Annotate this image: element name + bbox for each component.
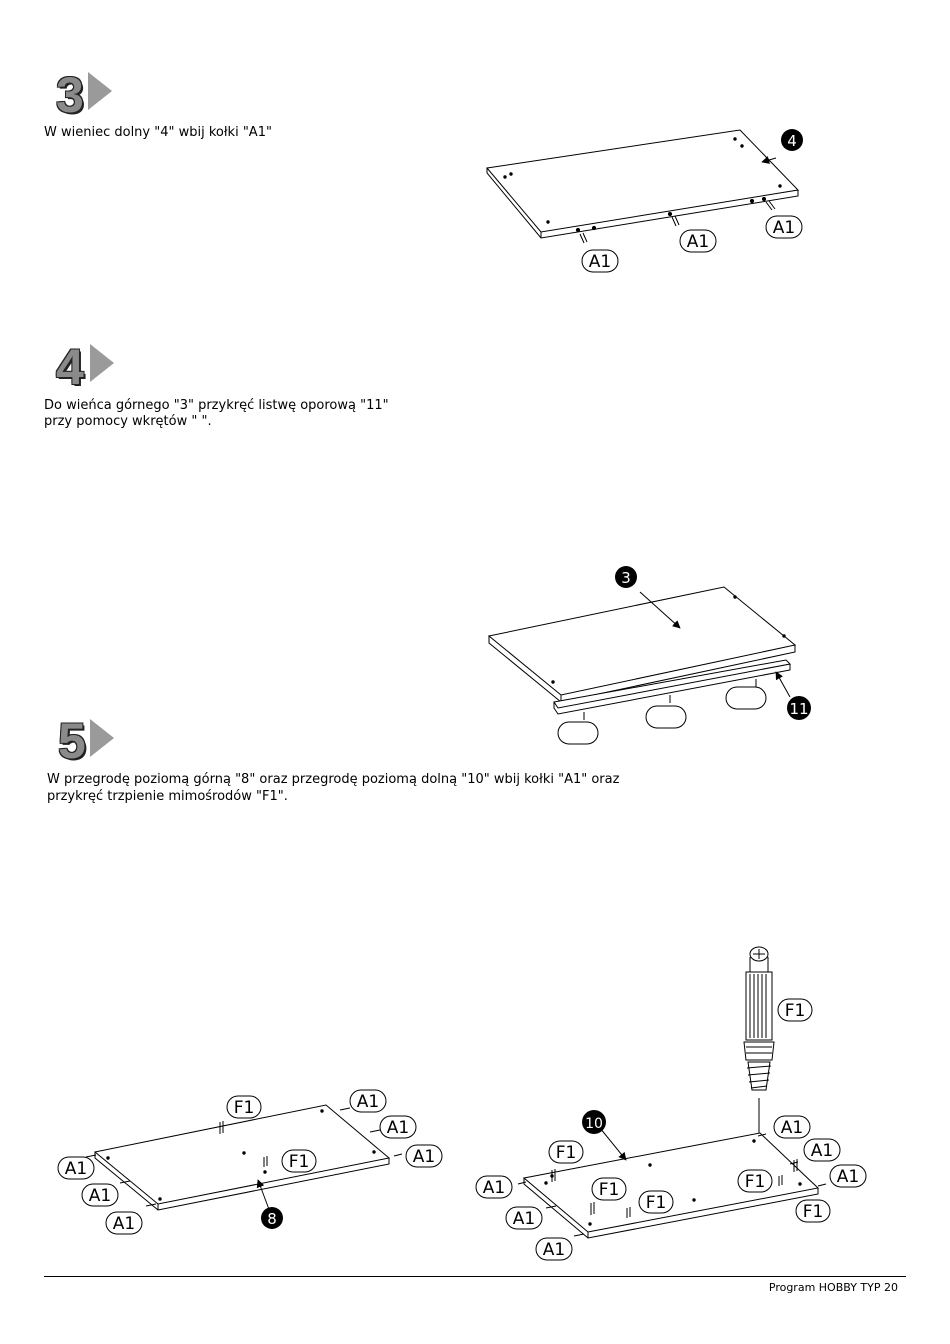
panel-4-drawing bbox=[486, 129, 800, 244]
step5-right-labels: F1 F1 F1 F1 F1 F1 A1 A1 A1 A1 A1 A1 bbox=[475, 998, 867, 1261]
screw-label-empty-c bbox=[725, 686, 767, 710]
svg-text:A1: A1 bbox=[837, 1167, 859, 1187]
svg-text:A1: A1 bbox=[413, 1147, 435, 1167]
callout-10-badge: 10 bbox=[582, 1110, 606, 1134]
step-4-instruction-line-2: przy pomocy wkrętów " ". bbox=[44, 414, 212, 429]
dowel-label-a1-right-c: A1 bbox=[829, 1164, 867, 1188]
panel-10-drawing bbox=[517, 946, 827, 1239]
step-3-number: 3 bbox=[56, 67, 84, 123]
svg-text:A1: A1 bbox=[781, 1118, 803, 1138]
svg-text:8: 8 bbox=[267, 1210, 277, 1228]
cam-pin-label-f1-left-b: F1 bbox=[281, 1149, 317, 1173]
svg-text:A1: A1 bbox=[543, 1240, 565, 1260]
svg-text:A1: A1 bbox=[357, 1092, 379, 1112]
step-4-number: 4 bbox=[56, 339, 84, 395]
dowel-label-a1-step3-c: A1 bbox=[765, 215, 803, 239]
svg-text:10: 10 bbox=[585, 1116, 603, 1132]
dowel-label-a1-right-a: A1 bbox=[773, 1115, 811, 1139]
svg-text:F1: F1 bbox=[785, 1001, 806, 1021]
svg-text:F1: F1 bbox=[556, 1143, 577, 1163]
svg-text:A1: A1 bbox=[811, 1141, 833, 1161]
svg-text:F1: F1 bbox=[289, 1152, 310, 1172]
screw-label-empty-a bbox=[557, 721, 599, 745]
dowel-label-a1-left-d: A1 bbox=[57, 1156, 95, 1180]
dowel-label-a1-right-f: A1 bbox=[535, 1237, 573, 1261]
cam-pin-label-f1-right-d: F1 bbox=[737, 1169, 773, 1193]
dowel-label-a1-right-e: A1 bbox=[505, 1206, 543, 1230]
callout-11-badge: 11 bbox=[787, 696, 811, 720]
callout-8-badge: 8 bbox=[261, 1207, 283, 1229]
svg-text:F1: F1 bbox=[599, 1180, 620, 1200]
cam-pin-label-f1-right-e: F1 bbox=[795, 1199, 831, 1223]
step5-left-labels: F1 F1 A1 A1 A1 A1 A1 A1 bbox=[57, 1089, 443, 1235]
cam-pin-label-f1-exploded: F1 bbox=[777, 998, 813, 1022]
svg-text:3: 3 bbox=[621, 569, 631, 587]
step-3-instruction: W wieniec dolny "4" wbij kołki "A1" bbox=[44, 125, 272, 140]
svg-text:A1: A1 bbox=[483, 1178, 505, 1198]
dowel-label-a1-left-c: A1 bbox=[405, 1144, 443, 1168]
cam-pin-label-f1-right-b: F1 bbox=[591, 1177, 627, 1201]
svg-text:4: 4 bbox=[787, 132, 797, 150]
dowel-label-a1-left-f: A1 bbox=[105, 1211, 143, 1235]
dowel-label-a1-right-d: A1 bbox=[475, 1175, 513, 1199]
svg-text:A1: A1 bbox=[773, 218, 795, 238]
cam-pin-label-f1-right-c: F1 bbox=[638, 1190, 674, 1214]
step-4-arrow-icon bbox=[90, 344, 114, 382]
footer-divider bbox=[44, 1276, 906, 1277]
svg-text:F1: F1 bbox=[234, 1098, 255, 1118]
footer-program-name: Program HOBBY TYP 20 bbox=[768, 1281, 898, 1294]
panel-3-drawing bbox=[487, 586, 797, 720]
svg-text:A1: A1 bbox=[89, 1186, 111, 1206]
step-5-number: 5 bbox=[58, 713, 86, 769]
callout-4-badge: 4 bbox=[781, 129, 803, 151]
svg-text:F1: F1 bbox=[803, 1202, 824, 1222]
cam-pin-label-f1-right-a: F1 bbox=[548, 1140, 584, 1164]
dowel-label-a1-right-b: A1 bbox=[803, 1138, 841, 1162]
svg-text:A1: A1 bbox=[65, 1159, 87, 1179]
svg-text:A1: A1 bbox=[513, 1209, 535, 1229]
callout-3-badge: 3 bbox=[615, 566, 637, 588]
cam-pin-label-f1-left-a: F1 bbox=[226, 1095, 262, 1119]
panel-8-drawing bbox=[85, 1104, 403, 1213]
dowel-label-a1-left-a: A1 bbox=[349, 1089, 387, 1113]
step-4-instruction-line-1: Do wieńca górnego "3" przykręć listwę op… bbox=[44, 398, 389, 413]
screw-label-empty-b bbox=[645, 705, 687, 729]
dowel-label-a1-step3-b: A1 bbox=[679, 229, 717, 253]
svg-text:F1: F1 bbox=[745, 1172, 766, 1192]
svg-text:11: 11 bbox=[789, 700, 808, 718]
svg-text:A1: A1 bbox=[113, 1214, 135, 1234]
step-5-instruction-line-2: przykręć trzpienie mimośrodów "F1". bbox=[47, 789, 288, 804]
step-3-arrow-icon bbox=[88, 72, 112, 110]
dowel-label-a1-step3-a: A1 bbox=[581, 249, 619, 273]
svg-text:F1: F1 bbox=[646, 1193, 667, 1213]
step-5-instruction-line-1: W przegrodę poziomą górną "8" oraz przeg… bbox=[47, 772, 620, 787]
step-5-arrow-icon bbox=[90, 719, 114, 757]
dowel-label-a1-left-e: A1 bbox=[81, 1183, 119, 1207]
svg-text:A1: A1 bbox=[687, 232, 709, 252]
dowel-label-a1-left-b: A1 bbox=[379, 1115, 417, 1139]
svg-text:A1: A1 bbox=[387, 1118, 409, 1138]
svg-text:A1: A1 bbox=[589, 252, 611, 272]
